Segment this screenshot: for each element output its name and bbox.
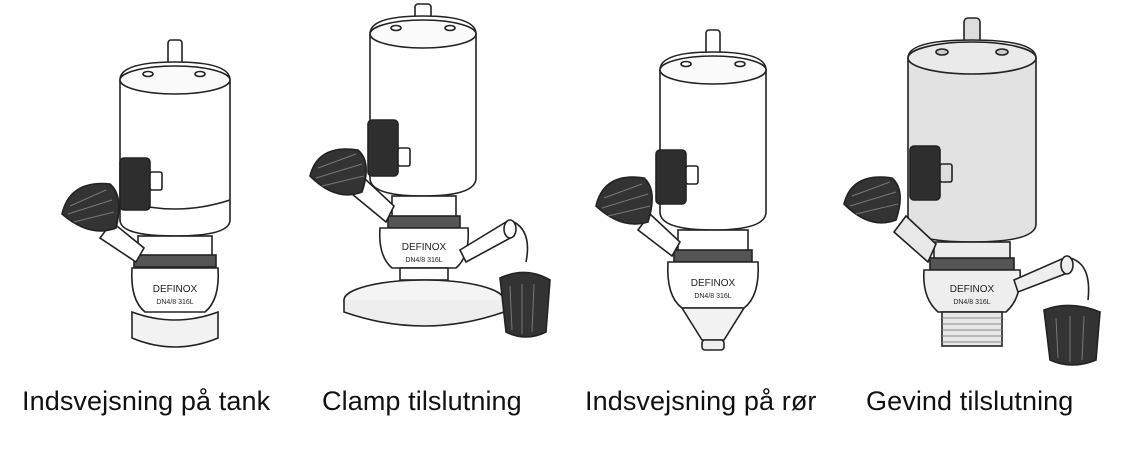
- caption-pipe-weld: Indsvejsning på rør: [585, 386, 817, 416]
- hand-knob: [309, 148, 367, 196]
- hand-knob: [843, 176, 901, 224]
- valve-figure-thread: DEFINOX DN4/8 316L: [838, 0, 1118, 370]
- valve-drawing: DEFINOX DN4/8 316L: [595, 29, 767, 351]
- air-connector: [119, 157, 151, 211]
- tank-weld-base: [131, 310, 219, 348]
- valve-drawing: DEFINOX DN4/8 316L: [309, 3, 551, 338]
- sample-port: [892, 214, 937, 264]
- caption-tank-weld: Indsvejsning på tank: [22, 386, 271, 416]
- caption-thread: Gevind tilslutning: [866, 386, 1074, 416]
- valve-figure-pipe-weld: DEFINOX DN4/8 316L: [584, 0, 814, 370]
- port-cap: [499, 271, 551, 338]
- rubber-seal-ring: [387, 215, 461, 229]
- port-cap: [1043, 304, 1101, 366]
- valve-body: [378, 227, 470, 269]
- air-connector: [367, 119, 399, 177]
- valve-drawing: DEFINOX DN4/8 316L: [61, 39, 231, 348]
- air-connector: [655, 149, 687, 205]
- valve-figure-tank-weld: DEFINOX DN4/8 316L: [40, 0, 280, 370]
- size-mark: DN4/8 316L: [405, 257, 442, 264]
- thread-connection: [941, 311, 1003, 347]
- caption-clamp: Clamp tilslutning: [322, 386, 522, 416]
- rubber-seal-ring: [673, 249, 753, 263]
- pipe-weld-cone: [680, 307, 746, 341]
- rubber-seal-ring: [133, 254, 217, 268]
- hand-knob: [595, 176, 653, 225]
- brand-mark: DEFINOX: [950, 284, 995, 295]
- size-mark: DN4/8 316L: [156, 299, 193, 306]
- size-mark: DN4/8 316L: [953, 299, 990, 306]
- size-mark: DN4/8 316L: [694, 293, 731, 300]
- brand-mark: DEFINOX: [402, 242, 447, 253]
- brand-mark: DEFINOX: [691, 278, 736, 289]
- valve-drawing: DEFINOX DN4/8 316L: [843, 17, 1101, 366]
- valve-body: [130, 267, 220, 313]
- brand-mark: DEFINOX: [153, 284, 198, 295]
- valve-figure-clamp: DEFINOX DN4/8 316L: [300, 0, 570, 370]
- rubber-seal-ring: [929, 257, 1015, 271]
- air-connector: [909, 145, 941, 201]
